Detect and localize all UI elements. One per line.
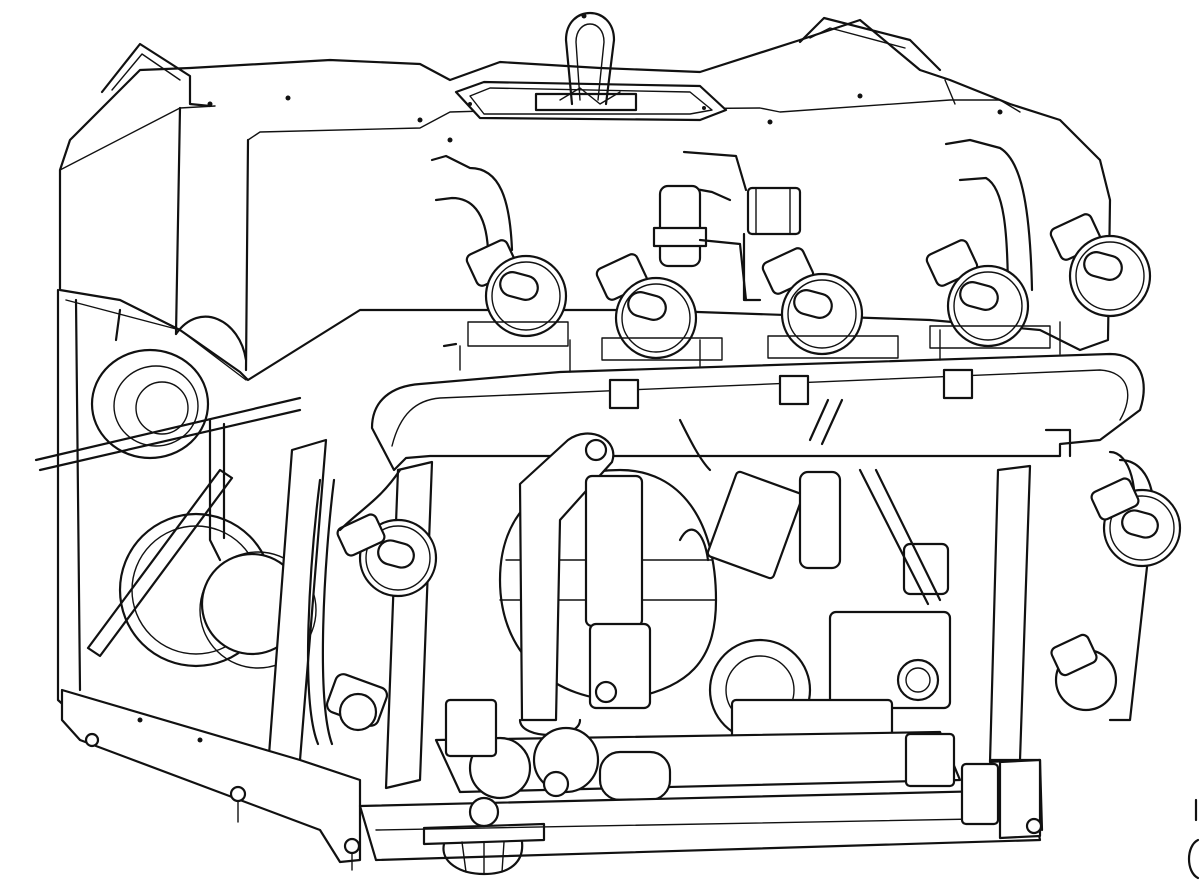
lights-mid: [336, 477, 1182, 598]
left-side-frame: [34, 288, 317, 722]
manipulator-arm: [518, 432, 652, 737]
right-equipment: [706, 468, 1118, 742]
skid-frame: [60, 688, 1044, 871]
top-accessories: [652, 184, 802, 302]
lift-point: [454, 12, 728, 122]
lower-assembly: [325, 673, 962, 802]
main-frame-bar: [370, 321, 1145, 472]
hoses: [306, 398, 844, 746]
edge-mark: [1187, 798, 1200, 880]
light-head-1: [465, 239, 568, 338]
front-cage: [422, 796, 546, 876]
light-head-5: [1049, 213, 1152, 318]
light-head-3: [761, 247, 864, 356]
